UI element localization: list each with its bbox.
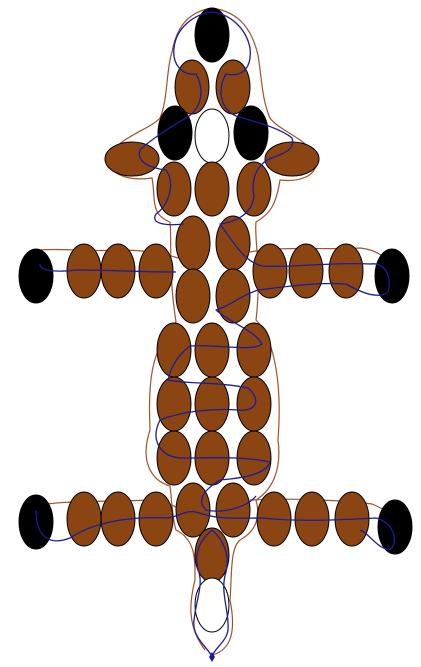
body-row-1-bead-right [237, 323, 271, 377]
head-row3-bead-clear [195, 109, 229, 163]
body-row-2-bead-left [157, 377, 191, 431]
head-side-bead-left [105, 142, 159, 176]
back-right-leg-bead-2 [295, 492, 329, 546]
back-left-foot-bead-black [19, 495, 53, 549]
body-row-a-bead-left [176, 269, 210, 323]
eye-bead-right-black [234, 106, 268, 160]
hip-bead-left [176, 483, 210, 537]
head-side-bead-right [265, 142, 319, 176]
front-right-leg-bead-2 [289, 244, 323, 298]
body-row-1-bead-center [195, 323, 229, 377]
neck-bead-center [195, 162, 229, 216]
neck-bead-right [237, 162, 271, 216]
tail-bead-brown [195, 528, 229, 582]
bead-layer [19, 8, 412, 632]
front-left-foot-bead-black [19, 249, 53, 303]
hip-bead-right [216, 483, 250, 537]
eye-bead-left-black [158, 106, 192, 160]
body-row-2-bead-right [237, 377, 271, 431]
head-tip-bead-black [195, 8, 229, 62]
back-right-foot-bead-black [378, 500, 412, 554]
back-left-leg-bead-3 [139, 492, 173, 546]
back-left-leg-bead-1 [67, 492, 101, 546]
